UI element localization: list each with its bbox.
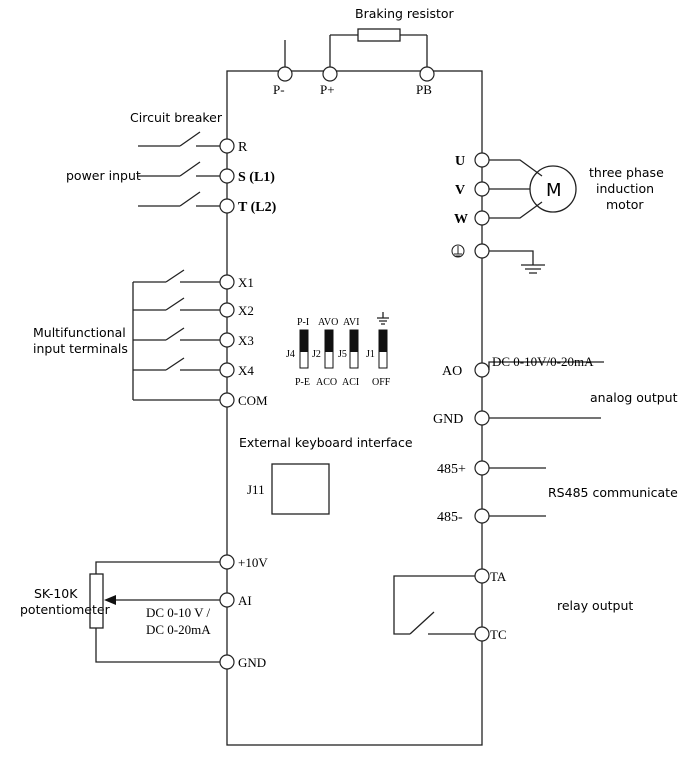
p-minus-terminal (277, 66, 293, 82)
rs485-plus-label: 485+ (437, 462, 466, 477)
x2-label: X2 (238, 303, 254, 318)
inverter-box (226, 70, 483, 746)
r-label: R (238, 140, 248, 155)
com-terminal (219, 392, 235, 408)
braking-resistor-label: Braking resistor (355, 6, 455, 21)
motor-m-label: M (546, 180, 562, 201)
p-plus-label: P+ (320, 82, 335, 97)
x1-terminal (219, 274, 235, 290)
svg-text:J4: J4 (286, 349, 295, 360)
svg-text:J5: J5 (338, 349, 347, 360)
ai-range-2: DC 0-20mA (146, 622, 211, 637)
tc-label: TC (490, 627, 507, 642)
x3-label: X3 (238, 333, 254, 348)
svg-text:J2: J2 (312, 349, 321, 360)
ground-icon (377, 312, 389, 325)
rs485-minus-terminal (474, 508, 490, 524)
u-label: U (455, 154, 465, 169)
ao-terminal (474, 362, 490, 378)
plus10v-terminal (219, 554, 235, 570)
x1-label: X1 (238, 275, 254, 290)
plus10v-label: +10V (238, 555, 268, 570)
rs485-plus-terminal (474, 460, 490, 476)
potentiometer-label-1: SK-10K (34, 586, 78, 601)
motor-label-2: induction (596, 181, 654, 196)
motor-label-3: motor (606, 197, 644, 212)
jumper-j2: AVO J2 ACO (312, 317, 338, 388)
multifunction-label-2: input terminals (33, 341, 128, 356)
w-terminal (474, 210, 490, 226)
potentiometer (89, 573, 104, 629)
svg-text:ACO: ACO (316, 377, 337, 388)
power-input-label: power input (66, 168, 141, 183)
jumper-j5: AVI J5 ACI (338, 317, 359, 388)
v-label: V (455, 183, 465, 198)
x2-terminal (219, 302, 235, 318)
motor-label-1: three phase (589, 165, 664, 180)
circuit-breaker-label: Circuit breaker (130, 110, 223, 125)
motor (529, 165, 577, 213)
ta-terminal (474, 568, 490, 584)
svg-text:J1: J1 (366, 349, 375, 360)
p-plus-terminal (322, 66, 338, 82)
s-label: S (L1) (238, 170, 275, 185)
breaker-lines (138, 131, 220, 207)
t-label: T (L2) (238, 200, 277, 215)
multifunction-label-1: Multifunctional (33, 325, 126, 340)
braking-resistor (357, 28, 401, 42)
ta-label: TA (490, 569, 507, 584)
x3-terminal (219, 332, 235, 348)
w-label: W (454, 212, 468, 227)
analog-gnd-terminal (219, 654, 235, 670)
jumper-j4: P-I J4 P-E (286, 317, 310, 388)
ai-range-1: DC 0-10 V / (146, 605, 211, 620)
earth-terminal (474, 243, 490, 259)
svg-text:AVO: AVO (318, 317, 338, 328)
u-terminal (474, 152, 490, 168)
svg-text:ACI: ACI (342, 377, 359, 388)
jumper-j1: J1 OFF (366, 312, 391, 388)
pb-terminal (419, 66, 435, 82)
j11-connector (271, 463, 330, 515)
relay-output-label: relay output (557, 598, 633, 613)
analog-output-label: analog output (590, 390, 678, 405)
ao-label: AO (442, 364, 462, 379)
svg-text:P-E: P-E (295, 377, 310, 388)
svg-text:OFF: OFF (372, 377, 391, 388)
rs485-label: RS485 communicate (548, 485, 678, 500)
keyboard-interface-label: External keyboard interface (239, 435, 413, 450)
ai-label: AI (238, 593, 252, 608)
relay-contact (393, 575, 475, 635)
p-minus-label: P- (273, 82, 285, 97)
ai-terminal (219, 592, 235, 608)
svg-text:P-I: P-I (297, 317, 309, 328)
x4-terminal (219, 362, 235, 378)
rs485-minus-label: 485- (437, 510, 463, 525)
r-terminal (219, 138, 235, 154)
t-terminal (219, 198, 235, 214)
analog-gnd-label: GND (238, 655, 266, 670)
v-terminal (474, 181, 490, 197)
x4-label: X4 (238, 363, 254, 378)
tc-terminal (474, 626, 490, 642)
com-label: COM (238, 393, 268, 408)
pb-label: PB (416, 82, 432, 97)
ao-range-label: DC 0-10V/0-20mA (492, 354, 594, 369)
earth-symbol (451, 244, 465, 258)
s-terminal (219, 168, 235, 184)
svg-text:AVI: AVI (343, 317, 359, 328)
potentiometer-label-2: potentiometer (20, 602, 111, 617)
output-gnd-terminal (474, 410, 490, 426)
input-switches (132, 269, 220, 401)
output-gnd-label: GND (433, 412, 463, 427)
j11-label: J11 (247, 482, 265, 497)
